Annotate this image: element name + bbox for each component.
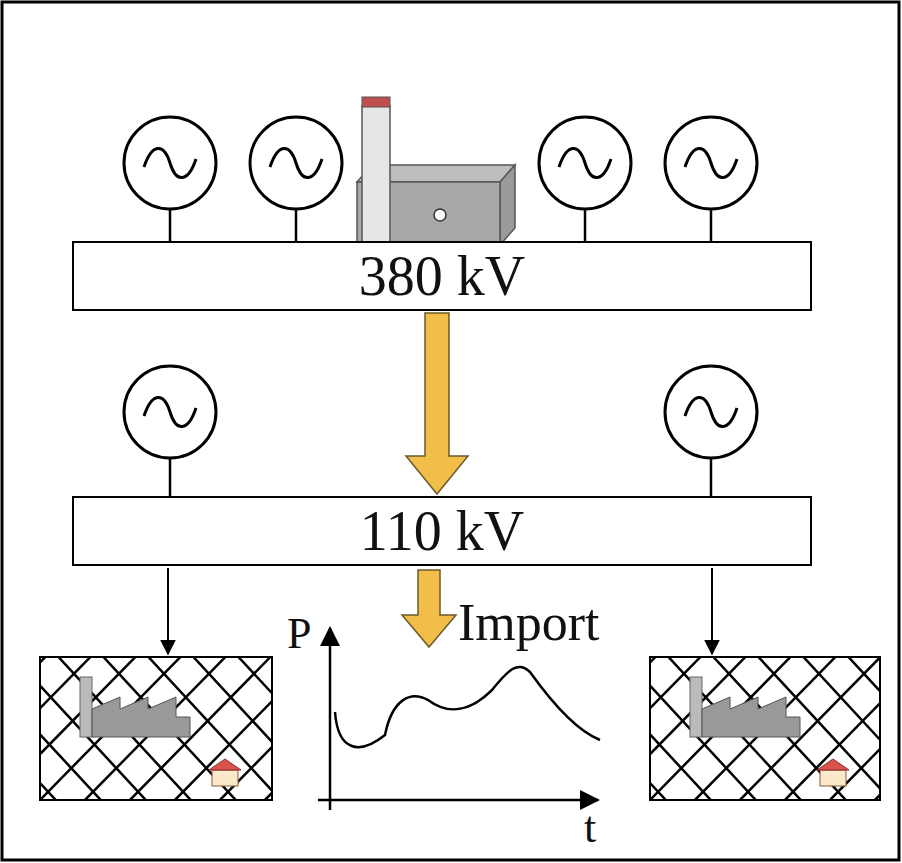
generator-symbol: [665, 117, 757, 241]
feeder-arrow: [167, 568, 169, 654]
voltage-busbar: 380 kV: [72, 241, 812, 311]
voltage-label: 110 kV: [360, 503, 524, 559]
generator-symbol: [124, 366, 216, 496]
voltage-busbar: 110 kV: [72, 496, 812, 566]
load-chart: [318, 628, 600, 810]
axis-label: P: [287, 612, 311, 656]
power-flow-arrow: [406, 313, 468, 494]
grid-frame: [40, 657, 272, 800]
axis-label: t: [584, 806, 596, 850]
generator-symbol: [665, 366, 757, 496]
generator-symbol: [250, 117, 342, 241]
feeder-arrow: [711, 568, 713, 654]
flow-label: Import: [458, 597, 600, 649]
generator-symbol: [124, 117, 216, 241]
grid-frame: [650, 657, 880, 800]
voltage-label: 380 kV: [359, 248, 525, 304]
distribution-grid: [40, 657, 272, 800]
distribution-grid: [650, 657, 880, 800]
power-plant: [357, 97, 515, 256]
generator-symbol: [539, 117, 631, 241]
import-arrow: [402, 570, 456, 647]
